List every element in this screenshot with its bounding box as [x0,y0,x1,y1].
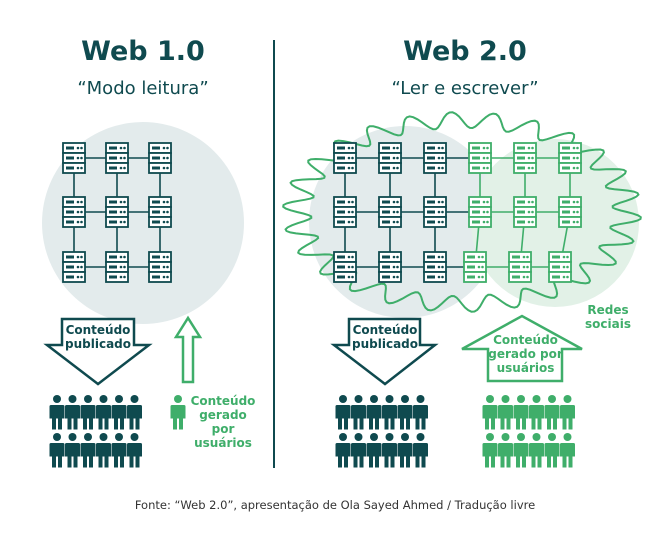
web2-user-content-arrow [461,314,583,383]
web1-user-icon [49,395,65,430]
web2-reader-icon [397,395,413,430]
web1-server [62,142,86,174]
web2-green-server [513,142,537,174]
web1-server [105,251,129,283]
web2-reader-icon [413,433,428,468]
web2-dark-server [333,196,357,228]
source-caption: Fonte: “Web 2.0”, apresentação de Ola Sa… [134,498,536,512]
web2-reader-icon [382,395,397,430]
web2-dark-server [423,251,447,283]
web2-dark-server [423,196,447,228]
web2-contributor-icon [498,433,513,468]
web1-server [148,251,172,283]
web1-user-icon [96,395,111,430]
web2-green-server [463,251,487,283]
web2-reader-icon [366,433,382,468]
web2-contributor-icon [482,433,498,468]
web2-green-server [558,196,582,228]
web1-server [148,196,172,228]
web2-dark-server [378,251,402,283]
web1-user-icon [49,433,65,468]
web2-reader-icon [366,395,382,430]
web1-user-icon [65,395,80,430]
web2-contributor-icon [498,395,513,430]
web2-contributor-icon [560,395,575,430]
web2-contributor-icon [529,395,544,430]
web1-server [105,142,129,174]
web2-green-server [513,196,537,228]
web1-user-content-arrow [173,315,203,384]
web2-contributor-icon [513,433,529,468]
web1-title: Web 1.0 [81,36,205,67]
web2-server-bubble [309,126,501,318]
web2-reader-icon [397,433,413,468]
web2-green-server [558,142,582,174]
web1-user-icon [111,433,127,468]
web2-title: Web 2.0 [403,36,527,67]
web2-contributor-icon [529,433,544,468]
web2-green-server [548,251,572,283]
web1-server-bubble [42,122,244,324]
web2-dark-server [333,142,357,174]
web2-published-arrow [330,317,439,386]
web2-contributor-icon [544,395,560,430]
web1-user-icon [127,433,142,468]
web2-dark-server [378,142,402,174]
web2-reader-icon [335,395,351,430]
web2-reader-icon [382,433,397,468]
social-network-cloud [282,111,642,313]
web2-reader-icon [351,433,366,468]
web2-green-server [508,251,532,283]
web1-user-icon [65,433,80,468]
web2-contributor-icon [560,433,575,468]
web2-reader-icon [335,433,351,468]
web2-contributor-icon [482,395,498,430]
web1-server [105,196,129,228]
web2-green-server [468,196,492,228]
web2-contributor-icon [513,395,529,430]
web1-server [148,142,172,174]
web1-user-icon [96,433,111,468]
web1-user-icon [80,395,96,430]
web2-reader-icon [413,395,428,430]
web2-dark-server [333,251,357,283]
web2-dark-server [378,196,402,228]
web1-server [62,251,86,283]
web2-reader-icon [351,395,366,430]
section-divider [273,40,275,468]
web2-subtitle: “Ler e escrever” [391,78,539,99]
web1-user-icon [111,395,127,430]
web2-green-server [468,142,492,174]
web1-subtitle: “Modo leitura” [77,78,209,99]
web1-server [62,196,86,228]
web1-contributor-icon [170,395,186,430]
web2-contributor-icon [544,433,560,468]
web1-user-icon [127,395,142,430]
web1-published-arrow [43,317,153,386]
web2-dark-server [423,142,447,174]
web1-user-icon [80,433,96,468]
